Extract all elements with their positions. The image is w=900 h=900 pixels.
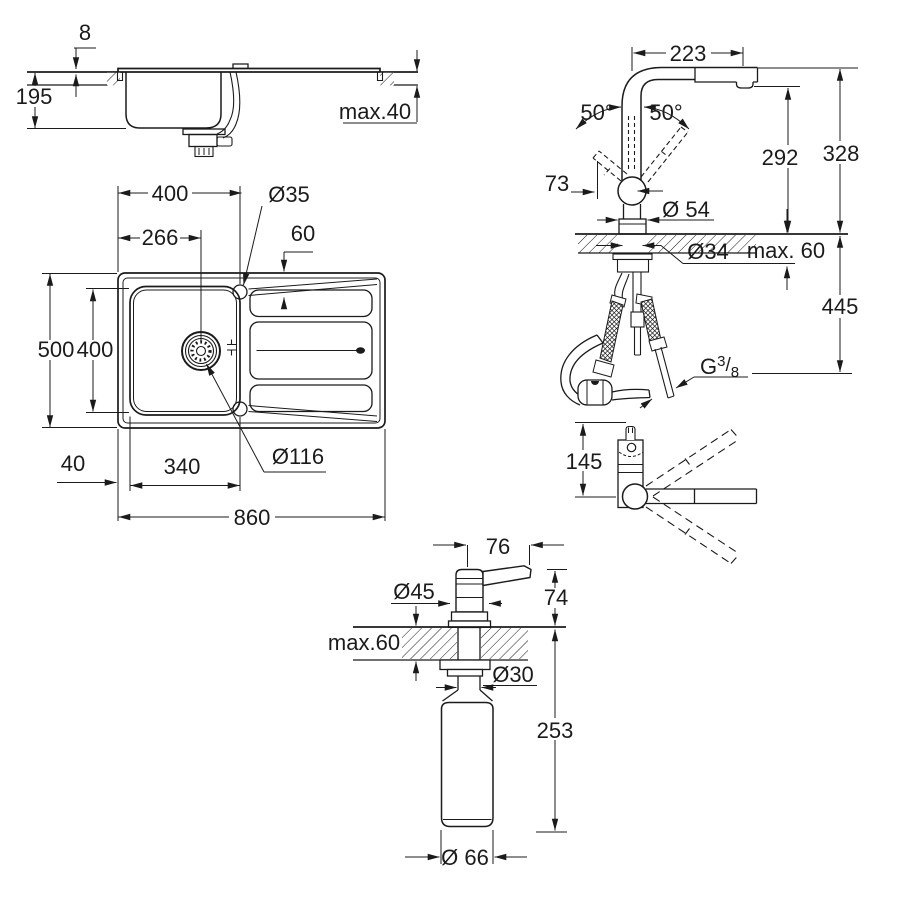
- dim-sink-length: 860: [118, 505, 385, 530]
- lever-reach-label: 73: [545, 171, 569, 196]
- faucet-front-view: 50° 50° G3/8: [545, 41, 863, 409]
- faucet-base: [618, 218, 647, 235]
- dim-edge-offset: 40: [57, 451, 117, 486]
- sink-depth-label: 500: [38, 337, 75, 362]
- sink-top-view: 400 266 Ø35 60 500 400 Ø116 40: [33, 181, 386, 530]
- counter-hatch-left: [107, 72, 120, 86]
- dim-strainer-dia: Ø116: [206, 363, 326, 473]
- dim-bowl-depth: 195: [15, 72, 53, 129]
- dim-rim-height: 8: [72, 20, 96, 97]
- disp-head-label: 74: [544, 585, 568, 610]
- hole-dia-label: Ø35: [268, 182, 310, 207]
- soap-dispenser-view: 76 Ø45 max.60 Ø30 74 253 Ø 66: [328, 534, 575, 870]
- overflow-pipe: [216, 71, 241, 139]
- spout-reach-label: 223: [670, 41, 707, 66]
- shank-dia-label: Ø34: [687, 239, 729, 264]
- drain-assembly: [182, 71, 241, 158]
- spout-outer: [621, 66, 758, 181]
- overflow-mark: [227, 339, 236, 356]
- bowl-outline: [129, 285, 241, 416]
- dim-hole-offset: 60: [280, 221, 315, 310]
- mounting-clamps: [116, 72, 384, 82]
- outlet-height-label: 292: [762, 145, 799, 170]
- pump-head: [455, 568, 484, 613]
- swivel-range: [645, 429, 740, 564]
- dim-spout-reach: 76: [433, 534, 564, 567]
- depth-label: 195: [16, 84, 53, 109]
- counter-hatch-right: [380, 72, 394, 86]
- dim-flange-dia: Ø45: [391, 579, 502, 607]
- swivel-right-label: 50°: [649, 100, 682, 125]
- bowl-profile: [125, 72, 222, 129]
- base-dia-label: Ø 54: [662, 197, 710, 222]
- thread-label: G3/8: [700, 353, 739, 381]
- head-height-label: 145: [566, 449, 603, 474]
- disp-below-label: 253: [537, 718, 574, 743]
- lever-swing: 50° 50°: [575, 100, 690, 183]
- dim-outlet-height: 292: [757, 87, 803, 233]
- tap-hole-boss: [232, 63, 249, 69]
- drainboard-ribs: [249, 289, 373, 413]
- tap-hole-bottom: [232, 401, 248, 417]
- dim-bowl-inner: 340: [130, 454, 240, 489]
- counter-max-label: max. 60: [747, 238, 825, 263]
- hole-offset-label: 60: [291, 221, 315, 246]
- pump-lever: [482, 565, 532, 587]
- below-height-label: 445: [822, 294, 859, 319]
- dim-lever-reach: 73: [545, 161, 663, 199]
- dim-bowl-length: 400: [77, 289, 114, 412]
- dim-head-height: 74: [541, 570, 570, 626]
- dim-thread: G3/8: [675, 353, 748, 389]
- dim-hole-dia: Ø35: [243, 182, 310, 286]
- hose-hidden-lines: [627, 116, 636, 172]
- drain-offset-label: 266: [142, 225, 179, 250]
- pump-collar: [450, 611, 489, 622]
- swivel-joint: [621, 483, 649, 510]
- dim-shank-dia: Ø34: [596, 239, 795, 264]
- sink-side-view: 8 195 max.40: [15, 20, 421, 158]
- faucet-top-view: 145: [565, 422, 758, 564]
- pullout-head: [694, 68, 759, 89]
- dim-total-height: 328: [818, 68, 863, 233]
- dim-counter-max: max. 60: [747, 209, 825, 290]
- counter-max-label: max.40: [339, 99, 411, 124]
- disp-reach-label: 76: [486, 534, 510, 559]
- strainer-dia-label: Ø116: [272, 444, 324, 469]
- rim-height-label: 8: [79, 20, 91, 45]
- spout-inner: [640, 78, 695, 181]
- disp-counter-label: max.60: [328, 630, 400, 655]
- supply-hose-left: [599, 300, 624, 363]
- bowl-length-label: 400: [77, 337, 114, 362]
- sink-rim: [117, 67, 381, 72]
- hose-thread-end: [654, 346, 675, 399]
- dim-shank-dia: Ø30: [436, 662, 537, 691]
- flange-dia-label: Ø45: [393, 579, 435, 604]
- bottle: [440, 701, 494, 828]
- dim-drain-offset: 266: [118, 225, 201, 250]
- dim-head-height: 145: [565, 422, 626, 498]
- spout-arm-top: [646, 488, 758, 505]
- dim-counter-thickness: max.40: [339, 50, 421, 124]
- sink-length-label: 860: [234, 505, 271, 530]
- dim-sink-depth: 500: [33, 273, 75, 428]
- bowl-width-label: 400: [152, 181, 189, 206]
- dim-bottle-dia: Ø 66: [405, 830, 527, 870]
- under-counter-assembly: [560, 253, 675, 409]
- dim-base-dia: Ø 54: [597, 197, 714, 224]
- bottle-dia-label: Ø 66: [441, 845, 489, 870]
- total-height-label: 328: [823, 141, 860, 166]
- dim-spout-reach: 223: [631, 41, 744, 71]
- spray-tip: [625, 425, 636, 440]
- dim-below-height: 445: [817, 235, 863, 373]
- dim-bowl-width: 400: [118, 181, 242, 206]
- locknut: [439, 659, 491, 671]
- edge-offset-label: 40: [61, 451, 85, 476]
- tap-hole-top: [232, 284, 248, 300]
- bowl-inner-label: 340: [164, 454, 201, 479]
- dim-counter-max: max.60: [328, 606, 420, 681]
- disp-shank-label: Ø30: [492, 662, 534, 687]
- sink-outline: [117, 272, 386, 429]
- swivel-left-label: 50°: [580, 100, 613, 125]
- dim-below-counter: 253: [534, 629, 575, 831]
